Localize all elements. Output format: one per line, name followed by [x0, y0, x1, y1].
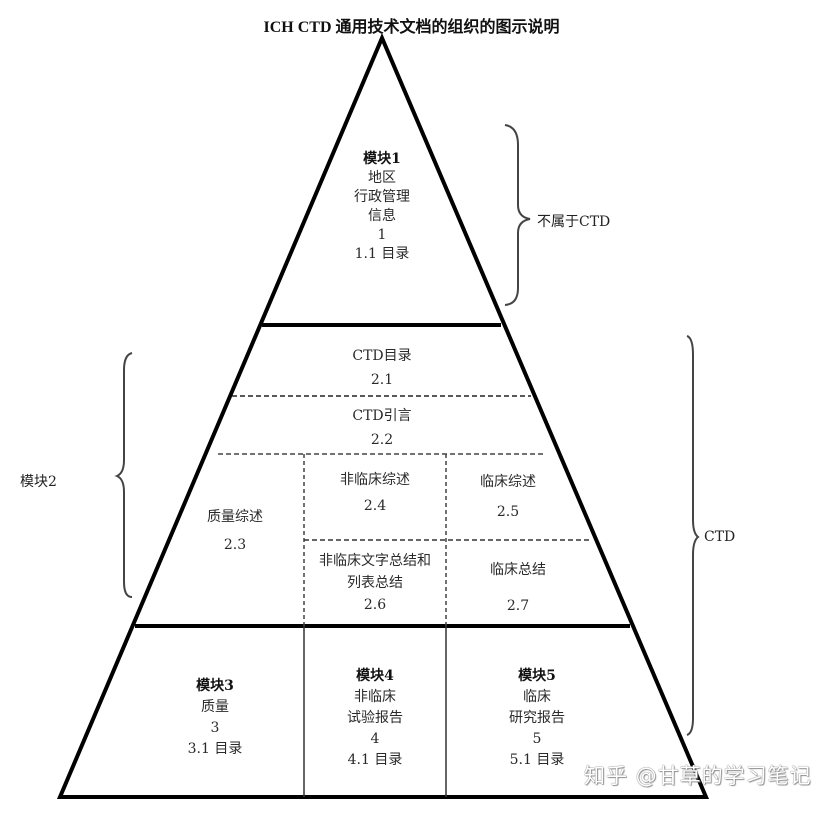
section-2-5-name: 临床综述	[480, 474, 536, 490]
section-2-3-name: 质量综述	[207, 509, 263, 525]
section-2-3: 质量综述 2.3	[180, 503, 290, 559]
module4-line: 试验报告	[347, 710, 403, 726]
module4-line: 非临床	[354, 689, 396, 705]
section-2-6: 非临床文字总结和 列表总结 2.6	[306, 550, 444, 616]
section-2-3-num: 2.3	[223, 537, 247, 553]
module3-block: 模块3 质量 3 3.1 目录	[150, 676, 280, 760]
module3-heading: 模块3	[196, 678, 234, 694]
section-2-6-num: 2.6	[363, 597, 387, 613]
pyramid-outline	[56, 32, 710, 799]
diagram-title: ICH CTD 通用技术文档的组织的图示说明	[263, 19, 560, 36]
module1-line: 行政管理	[354, 189, 410, 205]
section-2-2-name: CTD引言	[352, 408, 412, 424]
module3-line: 3	[210, 720, 220, 736]
section-2-1: CTD目录 2.1	[320, 344, 444, 392]
module2-label: 模块2	[20, 474, 57, 490]
section-2-7: 临床总结 2.7	[458, 552, 578, 624]
module1-heading: 模块1	[363, 151, 401, 167]
section-2-7-num: 2.7	[506, 598, 530, 614]
module1-line: 1	[377, 227, 387, 243]
module1-line: 1.1 目录	[354, 246, 410, 262]
module4-line: 4	[370, 731, 380, 747]
section-2-6-name-line2: 列表总结	[347, 575, 403, 591]
section-2-4-name: 非临床综述	[340, 472, 410, 488]
module5-line: 5.1 目录	[509, 752, 565, 768]
module5-line: 研究报告	[509, 710, 565, 726]
module3-line: 质量	[201, 699, 229, 715]
section-2-2: CTD引言 2.2	[320, 404, 444, 452]
module5-line: 临床	[523, 689, 551, 705]
module1-block: 模块1 地区 行政管理 信息 1 1.1 目录	[320, 150, 444, 264]
module5-block: 模块5 临床 研究报告 5 5.1 目录	[472, 666, 602, 771]
module1-line: 信息	[368, 208, 396, 224]
section-2-1-num: 2.1	[370, 372, 394, 388]
ctd-label: CTD	[704, 529, 736, 545]
section-2-2-num: 2.2	[370, 432, 394, 448]
section-2-1-name: CTD目录	[352, 348, 412, 364]
module5-heading: 模块5	[518, 668, 556, 684]
section-2-7-name: 临床总结	[490, 562, 546, 578]
brace-module2	[114, 352, 133, 598]
section-2-4-num: 2.4	[363, 498, 387, 514]
module4-block: 模块4 非临床 试验报告 4 4.1 目录	[306, 666, 444, 771]
module3-line: 3.1 目录	[187, 741, 243, 757]
section-2-5-num: 2.5	[496, 504, 520, 520]
section-2-5: 临床综述 2.5	[448, 467, 568, 527]
section-2-6-name-line1: 非临床文字总结和	[319, 553, 431, 569]
module1-line: 地区	[368, 170, 396, 186]
brace-not-ctd	[504, 124, 531, 306]
brace-ctd	[686, 335, 700, 736]
module4-heading: 模块4	[356, 668, 394, 684]
module4-line: 4.1 目录	[347, 752, 403, 768]
not-ctd-label: 不属于CTD	[537, 214, 611, 230]
section-2-4: 非临床综述 2.4	[306, 467, 444, 519]
module5-line: 5	[532, 731, 542, 747]
watermark: 知乎 @甘草的学习笔记	[584, 764, 812, 788]
